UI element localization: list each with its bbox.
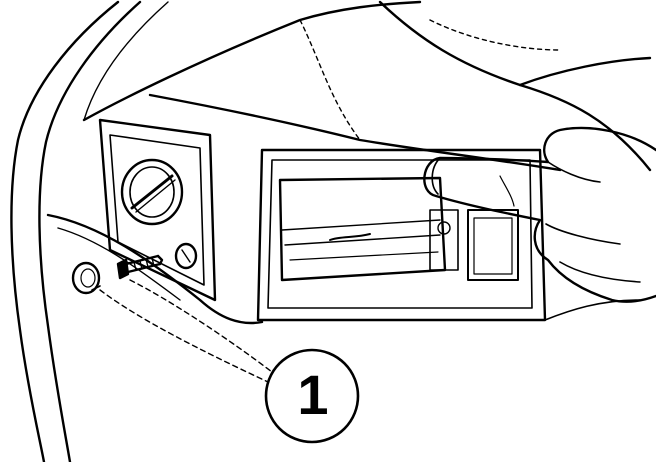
glovebox-opening: [256, 148, 547, 322]
dashboard-lower-edge: [46, 213, 641, 325]
callout-number: 1: [297, 363, 329, 426]
plug-icon: [71, 261, 101, 295]
hand-icon: [423, 126, 656, 303]
dashboard-top: [82, 0, 652, 172]
callout-leaders: [99, 279, 273, 383]
door-pillar: [10, 0, 169, 462]
callout-circle: [264, 348, 360, 444]
left-panel: [98, 118, 217, 302]
screw-icon: [116, 254, 164, 280]
